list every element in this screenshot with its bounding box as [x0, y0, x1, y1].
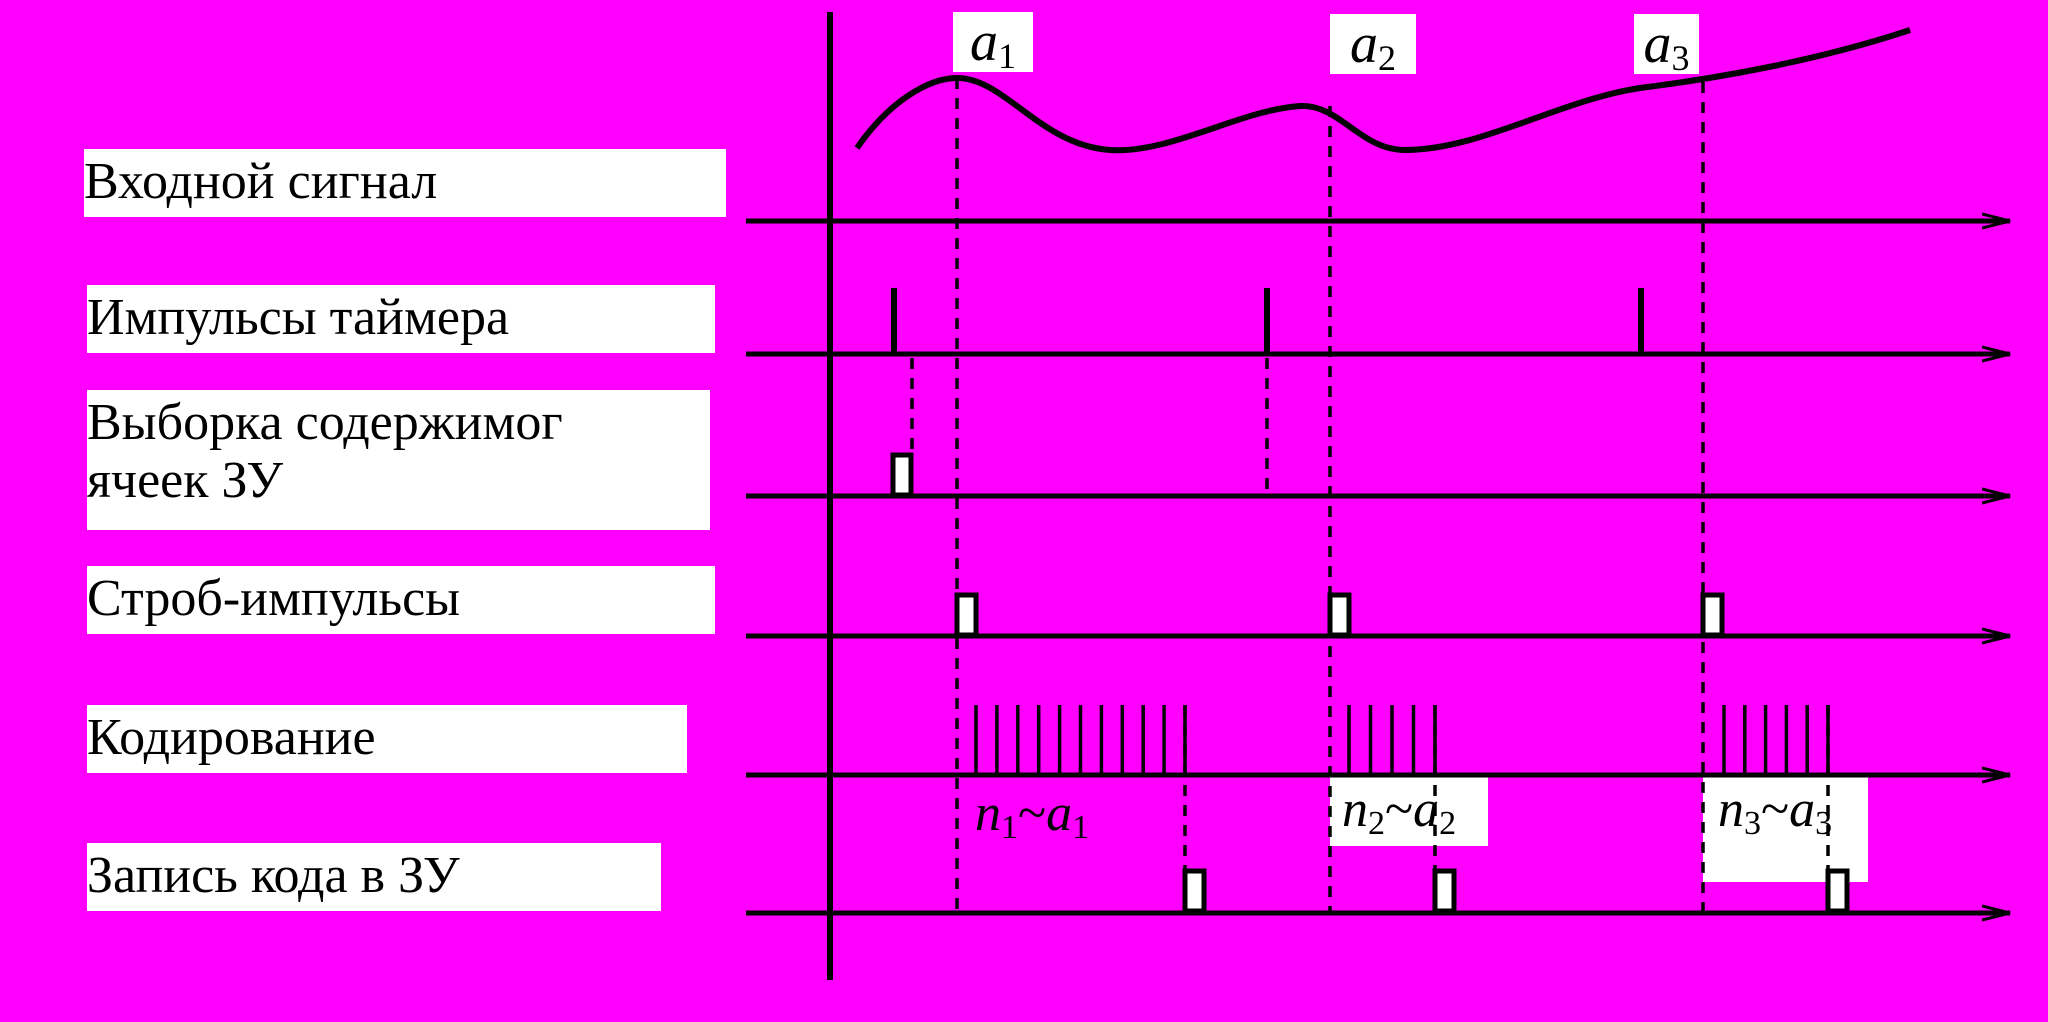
marker-a3: a3: [1634, 13, 1699, 78]
sample-pulse: [890, 452, 914, 498]
code-label-2: n2~a2: [1342, 780, 1456, 854]
label-memory-sampling: Выборка содержимог ячеек ЗУ: [87, 390, 710, 530]
write-pulse-3: [1825, 868, 1850, 914]
label-coding: Кодирование: [87, 705, 687, 773]
label-text: Импульсы таймера: [87, 289, 510, 346]
code-a-sub: 2: [1439, 805, 1457, 842]
label-text: Входной сигнал: [84, 153, 438, 210]
code-a-sub: 1: [1072, 809, 1090, 846]
marker-a1: a1: [953, 11, 1033, 76]
write-pulse-2: [1432, 868, 1457, 914]
label-text-line1: Выборка содержимог: [87, 394, 563, 451]
marker-var: a: [1643, 13, 1672, 75]
n2-label-bg: [1330, 776, 1488, 846]
code-n-sub: 2: [1368, 805, 1385, 842]
marker-var: a: [1350, 13, 1378, 75]
marker-sub: 1: [998, 36, 1016, 76]
marker-sub: 3: [1671, 38, 1690, 78]
code-n-sub: 3: [1744, 805, 1761, 842]
code-n: n: [975, 785, 1001, 842]
n3-label-bg: [1703, 776, 1868, 882]
marker-var: a: [970, 11, 998, 73]
label-text: Запись кода в ЗУ: [87, 847, 460, 904]
write-pulse-1: [1182, 868, 1207, 914]
marker-a2: a2: [1330, 13, 1416, 78]
strobe-pulse-1: [954, 592, 979, 638]
code-n: n: [1718, 781, 1744, 838]
code-a: a: [1789, 781, 1816, 838]
label-text: Строб-импульсы: [87, 570, 461, 627]
coding-pulses: [974, 705, 1830, 773]
label-strobe-pulses: Строб-импульсы: [87, 566, 715, 634]
label-timer-pulses: Импульсы таймера: [87, 285, 715, 353]
strobe-pulse-3: [1700, 592, 1725, 638]
input-signal-curve: [854, 27, 1911, 154]
code-label-3: n3~a3: [1718, 780, 1832, 854]
code-a: a: [1046, 785, 1073, 842]
code-a-sub: 3: [1815, 805, 1833, 842]
label-write-code: Запись кода в ЗУ: [87, 843, 661, 911]
label-input-signal: Входной сигнал: [84, 149, 726, 217]
code-n: n: [1342, 781, 1368, 838]
code-rel: ~: [1018, 785, 1047, 842]
code-rel: ~: [1385, 781, 1414, 838]
strobe-pulse-2: [1327, 592, 1352, 638]
label-text-line2: ячеек ЗУ: [87, 452, 284, 509]
marker-sub: 2: [1378, 38, 1396, 78]
code-rel: ~: [1761, 781, 1790, 838]
code-n-sub: 1: [1001, 809, 1018, 846]
code-a: a: [1413, 781, 1440, 838]
code-label-1: n1~a1: [975, 784, 1089, 858]
label-text: Кодирование: [87, 709, 376, 766]
